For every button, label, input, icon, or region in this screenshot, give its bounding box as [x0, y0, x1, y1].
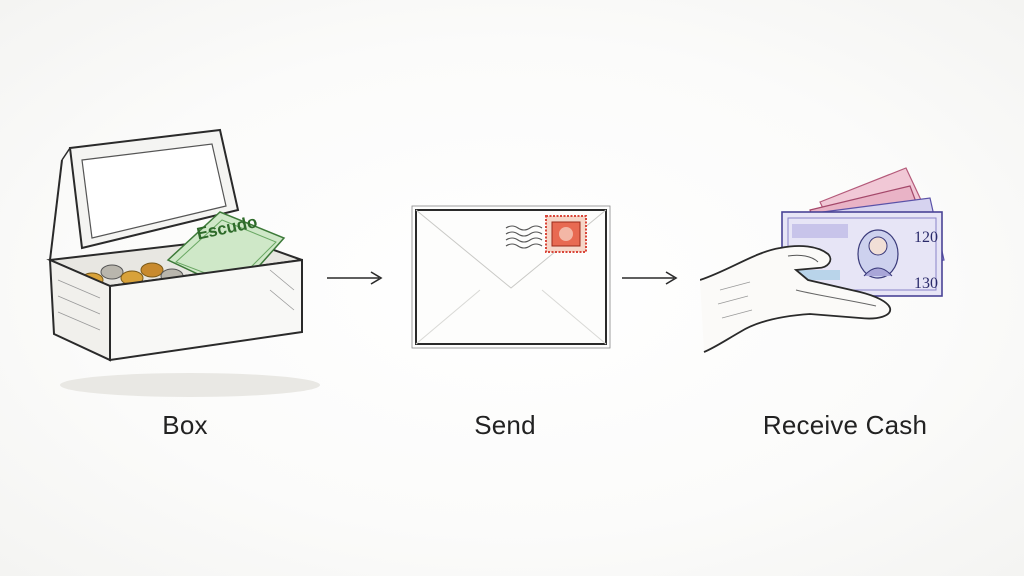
arrow-right-icon — [622, 271, 678, 285]
step-send: Send — [360, 120, 650, 460]
step-receive-cash: 120 130 Receive Cash — [700, 120, 990, 460]
note-value-top: 120 — [914, 229, 938, 246]
coin-box-icon: Escudo — [46, 128, 320, 397]
stamped-envelope-icon — [411, 205, 611, 349]
step-box: Escudo — [40, 120, 330, 460]
arrow-right-icon — [327, 271, 383, 285]
hand — [700, 245, 891, 353]
hand-holding-cash-icon: 120 130 — [700, 167, 945, 353]
step-label-send: Send — [474, 410, 536, 440]
step-label-box: Box — [162, 410, 208, 440]
postage-stamp — [545, 215, 587, 253]
step-label-receive-cash: Receive Cash — [762, 410, 928, 440]
note-value-bottom: 130 — [914, 275, 938, 292]
